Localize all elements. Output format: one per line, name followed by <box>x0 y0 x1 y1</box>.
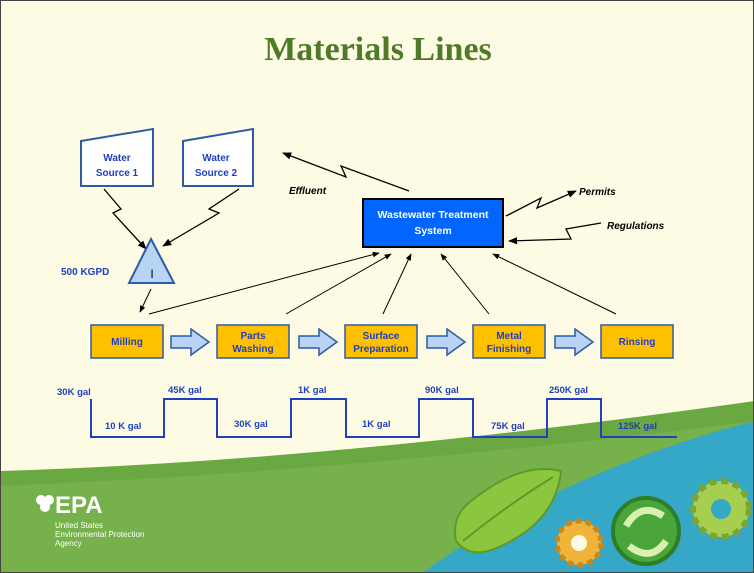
finishing-to-wwt-arrow <box>440 253 490 315</box>
footer-decoration <box>1 401 753 572</box>
volume-low-2: 30K gal <box>234 419 268 430</box>
water-source-2-line2: Source 2 <box>195 168 238 179</box>
regulations-arrow <box>508 222 602 245</box>
volume-low-1: 10 K gal <box>105 421 141 432</box>
water-source-1-line1: Water <box>103 153 131 164</box>
source1-to-tank-arrow <box>103 188 147 250</box>
tank-to-milling-arrow <box>139 288 152 313</box>
leaf-icon <box>454 468 563 554</box>
process-box-metal-finishing: Metal Finishing <box>472 324 546 359</box>
epa-logo-mark: EPA <box>55 492 103 519</box>
process-parts-washing-line2: Washing <box>232 344 273 355</box>
surface-to-wwt-arrow <box>382 253 412 315</box>
volume-high-3: 1K gal <box>298 385 327 396</box>
wastewater-treatment-box: Wastewater Treatment System <box>362 198 504 248</box>
water-source-2-line1: Water <box>202 153 230 164</box>
flow-arrow-2 <box>298 327 339 357</box>
epa-logo: EPA <box>36 492 103 519</box>
regulations-label: Regulations <box>607 221 665 232</box>
flow-arrow-3 <box>426 327 467 357</box>
water-source-1-line2: Source 1 <box>96 168 139 179</box>
permits-arrow <box>505 190 577 217</box>
process-surface-line1: Surface <box>363 331 400 342</box>
permits-label: Permits <box>579 187 616 198</box>
source2-to-tank-arrow <box>162 188 240 247</box>
process-rinsing-label: Rinsing <box>619 337 656 348</box>
recycle-icon <box>611 496 681 566</box>
wwt-line1: Wastewater Treatment <box>377 209 489 221</box>
gear-icon <box>554 518 604 568</box>
epa-agency-text: United States Environmental Protection A… <box>55 521 144 548</box>
rinsing-to-wwt-arrow <box>492 253 617 315</box>
epa-flower-icon <box>36 495 54 512</box>
slide-title: Materials Lines <box>264 31 492 68</box>
tank-symbol: I <box>150 267 153 281</box>
process-box-rinsing: Rinsing <box>600 324 674 359</box>
effluent-arrow <box>282 152 410 192</box>
gear-icon-2 <box>690 478 752 540</box>
flow-label: 500 KGPD <box>61 267 109 278</box>
volume-low-4: 75K gal <box>491 421 525 432</box>
storage-tank: I <box>127 236 176 284</box>
process-box-parts-washing: Parts Washing <box>216 324 290 359</box>
process-surface-line2: Preparation <box>353 344 409 355</box>
flow-arrows <box>170 327 595 357</box>
process-metal-line1: Metal <box>496 331 522 342</box>
water-source-2: Water Source 2 <box>182 127 254 187</box>
process-parts-washing-line1: Parts <box>240 331 265 342</box>
process-milling-label: Milling <box>111 337 143 348</box>
washing-to-wwt-arrow <box>285 253 392 315</box>
volume-high-2: 45K gal <box>168 385 202 396</box>
milling-to-wwt-arrow <box>148 251 380 315</box>
process-box-milling: Milling <box>90 324 164 359</box>
volume-high-4: 90K gal <box>425 385 459 396</box>
epa-line2: Environmental Protection <box>55 530 145 539</box>
effluent-label: Effluent <box>289 186 327 197</box>
epa-line3: Agency <box>55 539 82 548</box>
wwt-line2: System <box>414 225 451 237</box>
epa-line1: United States <box>55 521 104 530</box>
process-metal-line2: Finishing <box>487 344 531 355</box>
volume-wave <box>90 398 677 438</box>
volume-low-3: 1K gal <box>362 419 391 430</box>
water-source-1: Water Source 1 <box>80 127 154 187</box>
process-box-surface-preparation: Surface Preparation <box>344 324 418 359</box>
volume-high-5: 250K gal <box>549 385 588 396</box>
flow-arrow-4 <box>554 327 595 357</box>
volume-high-1: 30K gal <box>57 387 91 398</box>
flow-arrow-1 <box>170 327 211 357</box>
volume-low-5: 125K gal <box>618 421 657 432</box>
